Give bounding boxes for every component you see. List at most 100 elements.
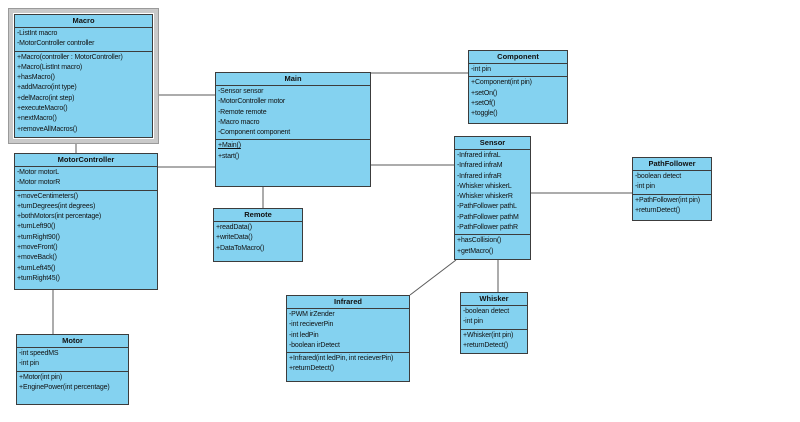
method: +toggle(): [471, 110, 498, 118]
method: +turnDegrees(int degrees): [17, 202, 96, 210]
attribute: -Motor motorR: [17, 179, 61, 187]
attribute: -ListInt macro: [17, 30, 58, 37]
method: +turnLeft45(): [17, 264, 56, 272]
class-box-sensor[interactable]: Sensor-Infrared infraL-Infrared infraM-I…: [454, 136, 531, 260]
method: +nextMacro(): [17, 115, 57, 123]
class-box-motorcontroller[interactable]: MotorController-Motor motorL-Motor motor…: [14, 153, 158, 290]
methods-compartment: +PathFollower(int pin) +returnDetect(): [633, 195, 711, 220]
methods-compartment: +readData() +writeData() +DataToMacro(): [214, 222, 302, 261]
attributes-compartment: -PWM irZender -int recieverPin -int ledPin…: [287, 309, 409, 354]
method: +turnLeft90(): [17, 223, 56, 231]
method: +hasCollision(): [457, 237, 502, 245]
method: +start(): [218, 152, 240, 160]
class-title: Main: [216, 73, 370, 86]
attributes-compartment: -boolean detect -int pin: [633, 171, 711, 195]
attribute: -Infrared infraM: [457, 162, 503, 170]
attribute: -PWM irZender: [289, 311, 335, 318]
method: +Motor(int pin): [19, 373, 63, 381]
method: +addMacro(int type): [17, 84, 77, 92]
method: +readData(): [216, 224, 252, 231]
class-box-component[interactable]: Component -int pin +Component(int pin) +set…: [468, 50, 568, 124]
method: +PathFollower(int pin): [635, 196, 700, 204]
method: +executeMacro(): [17, 105, 68, 113]
class-box-remote[interactable]: Remote +readData() +writeData() +DataToMacr…: [213, 208, 303, 262]
attribute: -boolean detect: [463, 308, 510, 315]
attribute: -PathFollower pathR: [457, 224, 518, 232]
method: +returnDetect(): [463, 341, 509, 349]
methods-compartment: +hasCollision() +getMacro(): [455, 235, 530, 259]
method: +removeAllMacros(): [17, 125, 78, 133]
method: +Macro(ListInt macro): [17, 63, 83, 71]
attribute: -Sensor sensor: [218, 88, 264, 95]
method: +hasMacro(): [17, 74, 55, 82]
attribute: -Macro macro: [218, 118, 260, 126]
methods-compartment: +Motor(int pin) +EnginePower(int percenta…: [17, 372, 128, 404]
attributes-compartment: -boolean detect -int pin: [461, 306, 527, 330]
attribute: -int speedMS: [19, 350, 59, 357]
attribute: -Remote remote: [218, 108, 267, 116]
class-title: Sensor: [455, 137, 530, 150]
attributes-compartment: -int pin: [469, 64, 567, 78]
attribute: -Motor motorL: [17, 169, 60, 176]
method: +returnDetect(): [635, 206, 681, 214]
method: +moveBack(): [17, 254, 57, 262]
attributes-compartment: -Infrared infraL -Infrared infraM -Infrare…: [455, 150, 530, 236]
class-title: Infrared: [287, 296, 409, 309]
method: +bothMotors(int percentage): [17, 213, 102, 221]
method: +Main(): [218, 142, 241, 150]
attribute: -MotorController motor: [218, 98, 286, 106]
class-title: Remote: [214, 209, 302, 222]
method: +EnginePower(int percentage): [19, 383, 110, 391]
attribute: -boolean irDetect: [289, 341, 340, 349]
attribute: -Infrared infraR: [457, 172, 502, 180]
class-box-main[interactable]: Main -Sensor sensor -MotorController motor…: [215, 72, 371, 187]
method: +turnRight90(): [17, 233, 60, 241]
method: +turnRight45(): [17, 274, 60, 282]
class-box-whisker[interactable]: Whisker-boolean detect-int pin+Whisker(i…: [460, 292, 528, 354]
attribute: -MotorController controller: [17, 40, 95, 48]
selection-frame-macro[interactable]: [8, 8, 159, 144]
attributes-compartment: -Motor motorL -Motor motorR: [15, 167, 157, 191]
method: +writeData(): [216, 234, 253, 242]
attribute: -int pin: [463, 318, 483, 326]
attribute: -int recieverPin: [289, 321, 334, 329]
attribute: -PathFollower pathM: [457, 213, 519, 221]
class-title: Component: [469, 51, 567, 64]
method: +Infrared(int ledPin, int recieverPin): [289, 355, 394, 363]
attribute: -Infrared infraL: [457, 152, 501, 159]
method: +DataToMacro(): [216, 244, 265, 252]
attribute: -int ledPin: [289, 331, 319, 339]
attributes-compartment: -int speedMS-int pin: [17, 348, 128, 372]
attributes-compartment: -Sensor sensor -MotorController motor -Rem…: [216, 86, 370, 141]
attribute: -int pin: [635, 183, 655, 191]
method: +Component(int pin): [471, 79, 532, 87]
class-title: MotorController: [15, 154, 157, 167]
method: +getMacro(): [457, 247, 494, 255]
methods-compartment: +Macro(controller : MotorController) +Mac…: [15, 52, 152, 137]
method: +delMacro(int step): [17, 94, 75, 102]
methods-compartment: +Whisker(int pin) +returnDetect(): [461, 330, 527, 353]
class-box-motor[interactable]: Motor-int speedMS-int pin+Motor(int pin)…: [16, 334, 129, 405]
methods-compartment: +Main() +start(): [216, 140, 370, 186]
methods-compartment: +Infrared(int ledPin, int recieverPin)+r…: [287, 353, 409, 381]
class-box-pathfollower[interactable]: PathFollower -boolean detect -int pin +Path…: [632, 157, 712, 221]
attribute: -int pin: [471, 66, 491, 73]
method: +setOf(): [471, 99, 496, 107]
attribute: -Component component: [218, 129, 291, 137]
attribute: -Whisker whiskerR: [457, 193, 513, 201]
connector-sensor-infrared[interactable]: [409, 259, 457, 296]
class-box-infrared[interactable]: Infrared -PWM irZender -int recieverPin -in…: [286, 295, 410, 382]
method: +moveCentimeters(): [17, 192, 78, 200]
method: +Macro(controller : MotorController): [17, 53, 123, 61]
class-title: Motor: [17, 335, 128, 348]
attribute: -Whisker whiskerL: [457, 182, 512, 190]
class-box-macro[interactable]: Macro-ListInt macro-MotorController cont…: [14, 14, 153, 138]
attribute: -PathFollower pathL: [457, 203, 517, 211]
method: +moveFront(): [17, 244, 58, 252]
method: +Whisker(int pin): [463, 331, 514, 339]
attributes-compartment: -ListInt macro -MotorController controlle…: [15, 28, 152, 52]
class-title: PathFollower: [633, 158, 711, 171]
attribute: -boolean detect: [635, 173, 682, 180]
